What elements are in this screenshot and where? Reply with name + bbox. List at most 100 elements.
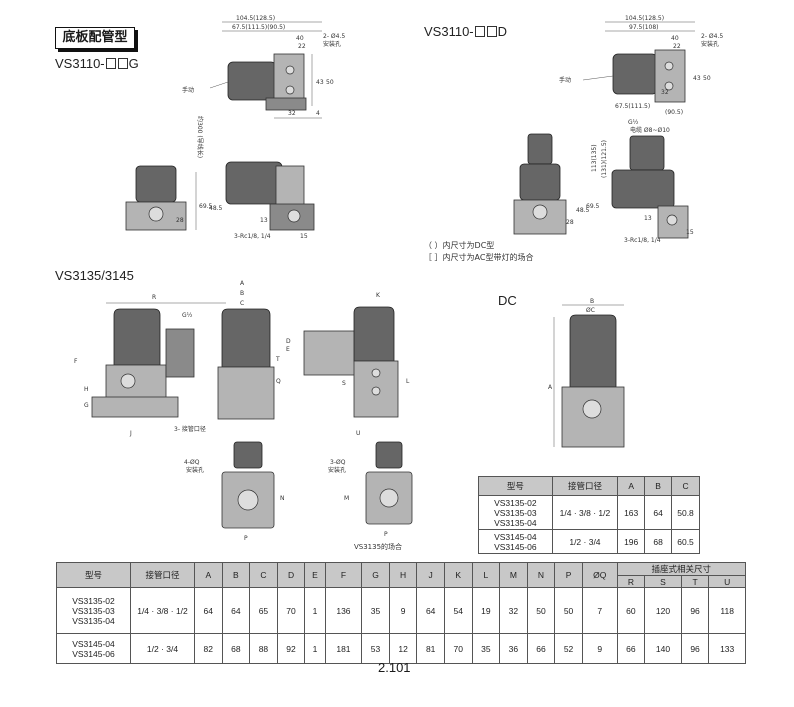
value-cell: 53 [361, 633, 390, 664]
model-label-vs3110-g: VS3110-G [55, 56, 139, 71]
dim-text: B [240, 290, 244, 297]
port-cell: 1/2 · 3/4 [130, 633, 195, 664]
dim-text: A [548, 384, 553, 391]
dim-text: 104.5(128.5) [625, 15, 664, 22]
dim-text: 4-ØQ [184, 459, 200, 466]
dim-text: 13 [644, 215, 652, 222]
dim-text: Q [276, 378, 281, 385]
socket-value-cell: 120 [644, 587, 682, 634]
drawing-vs3135-bottom-views: 4-ØQ 安装孔 N P 3-ØQ 安装孔 M P [184, 441, 413, 542]
header-cell: S [644, 575, 682, 588]
dim-text: 28 [566, 219, 574, 226]
model-text: VS3135-04 [494, 517, 537, 528]
socket-value-cell: 96 [680, 587, 710, 634]
dim-text: N [280, 495, 285, 502]
value-cell: 35 [361, 587, 390, 634]
header-cell: C [671, 476, 700, 496]
value-cell: 19 [471, 587, 501, 634]
drawing-vs3110-g-side: 约300 (导线长) 69.5 48.5 28 13 15 3-Rc1/8, 1… [125, 116, 315, 240]
table-row: VS3135-02 VS3135-03 VS3135-04 1/4 · 3/8 … [478, 495, 700, 530]
port-cell: 1/4 · 3/8 · 1/2 [130, 587, 195, 634]
note-vs3135-case: VS3135的场合 [354, 543, 403, 551]
placeholder-box [105, 58, 116, 69]
dim-text: 104.5(128.5) [236, 15, 275, 22]
value-cell: 50.8 [671, 495, 700, 530]
header-cell: F [324, 562, 363, 588]
dim-text: 113(135) [591, 144, 598, 172]
value-cell: 70 [443, 633, 473, 664]
dim-text: F [74, 358, 78, 365]
value-cell: 81 [416, 633, 445, 664]
header-cell: P [554, 562, 583, 588]
value-cell: 32 [499, 587, 528, 634]
dim-text: G½ [628, 119, 639, 126]
socket-value-cell: 66 [616, 633, 646, 664]
model-text: VS3145-06 [72, 648, 115, 659]
socket-value-cell: 60 [616, 587, 646, 634]
dim-text: 50 [326, 79, 334, 86]
spec-table-main: 型号 接管口径 A B C D E F G H J K L M N P ØQ 插… [56, 562, 747, 664]
header-cell: B [221, 562, 251, 588]
header-cell: T [680, 575, 710, 588]
dim-text: 2- Ø4.5 [701, 33, 723, 40]
dim-text: 32 [288, 110, 296, 117]
dim-text: 69.5 [199, 203, 213, 210]
model-text: VS3135-02 [72, 595, 115, 606]
header-cell: J [416, 562, 445, 588]
socket-value-cell: 118 [708, 587, 746, 634]
header-cell: U [708, 575, 746, 588]
socket-value-cell: 140 [644, 633, 682, 664]
header-cell: L [471, 562, 501, 588]
header-cell: 接管口径 [551, 476, 619, 496]
value-cell: 82 [194, 633, 223, 664]
model-text: VS3145-04 [72, 638, 115, 649]
dim-text: T [275, 356, 280, 363]
dim-text: 48.5 [209, 205, 223, 212]
value-cell: 52 [554, 633, 583, 664]
value-cell: 50 [554, 587, 583, 634]
dim-text: ØC [586, 307, 595, 314]
header-cell: D [276, 562, 306, 588]
header-cell: K [443, 562, 473, 588]
label-prefix: VS3110- [55, 56, 105, 71]
dim-text: A [240, 280, 245, 287]
header-cell: G [361, 562, 390, 588]
drawing-vs3135-side-views: R G½ F H G J 3- 接管口径 A B C D E T Q K S L… [74, 280, 410, 437]
dim-text: 手动 [182, 86, 194, 94]
header-cell: E [304, 562, 326, 588]
dim-text: 安装孔 [323, 40, 341, 48]
model-label-vs3110-d: VS3110-D [424, 24, 507, 39]
dim-text: 2- Ø4.5 [323, 33, 345, 40]
dim-text: 安装孔 [328, 466, 346, 474]
dim-text: U [356, 430, 360, 437]
dim-text: 15 [300, 233, 308, 240]
label-suffix: D [497, 24, 508, 39]
model-cell: VS3145-04 VS3145-06 [478, 529, 553, 554]
page-number: 2.101 [378, 660, 411, 675]
socket-header: 插座式相关尺寸 [616, 562, 747, 576]
dim-text: H [84, 386, 89, 393]
port-cell: 1/4 · 3/8 · 1/2 [551, 495, 619, 530]
header-cell: H [388, 562, 418, 588]
dim-text: (131)(121.5) [601, 140, 608, 178]
value-cell: 181 [324, 633, 363, 664]
dim-text: L [406, 378, 410, 385]
dim-text: R [152, 294, 156, 301]
dim-text: 43 [693, 75, 701, 82]
dim-text: D [286, 338, 291, 345]
drawing-vs3110-g-top: 104.5(128.5) 67.5(111.5)(90.5) 40 22 2- … [182, 15, 345, 119]
value-cell: 196 [617, 529, 646, 554]
value-cell: 163 [617, 495, 646, 530]
header-cell: R [616, 575, 646, 588]
model-text: VS3135-02 [494, 497, 537, 508]
dim-text: 32 [661, 89, 669, 96]
dim-text: M [344, 495, 349, 502]
dim-text: 约300 (导线长) [196, 116, 204, 158]
header-cell: A [617, 476, 646, 496]
dim-text: 28 [176, 217, 184, 224]
port-cell: 1/2 · 3/4 [551, 529, 619, 554]
socket-value-cell: 96 [680, 633, 710, 664]
